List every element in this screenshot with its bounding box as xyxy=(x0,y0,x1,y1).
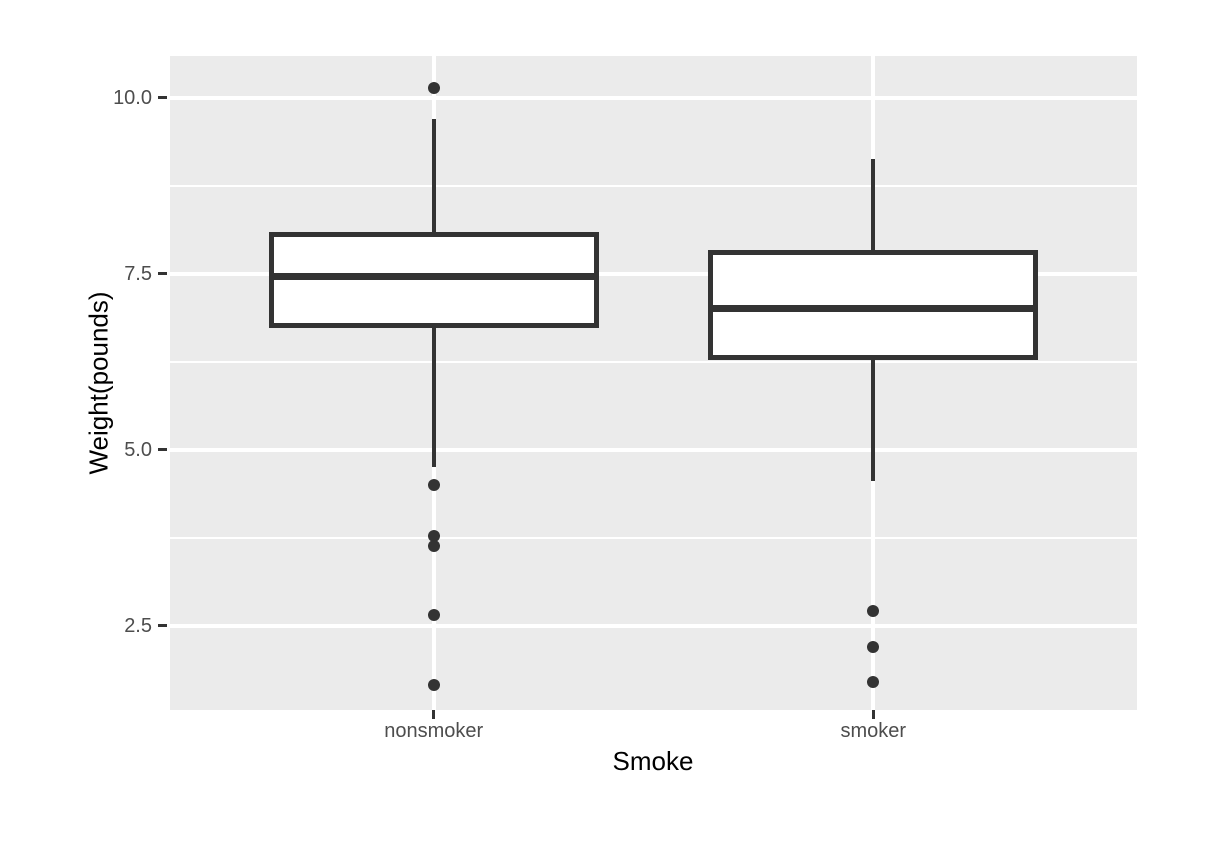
x-axis-tick xyxy=(871,710,875,719)
x-tick-label: smoker xyxy=(840,720,907,742)
y-tick-label: 7.5 xyxy=(124,262,152,285)
y-axis-tick xyxy=(158,448,167,452)
y-minor-gridline xyxy=(170,360,1137,363)
box-nonsmoker xyxy=(268,231,599,328)
outlier-point xyxy=(427,478,440,491)
outlier-point xyxy=(867,640,880,653)
median-nonsmoker xyxy=(268,272,599,280)
y-major-gridline xyxy=(170,447,1137,452)
y-tick-label: 10.0 xyxy=(113,86,152,109)
outlier-point xyxy=(427,81,440,94)
y-major-gridline xyxy=(170,271,1137,276)
outlier-point xyxy=(867,604,880,617)
y-axis-tick xyxy=(158,272,167,276)
y-axis-tick xyxy=(158,96,167,100)
outlier-point xyxy=(427,608,440,621)
y-axis-tick xyxy=(158,624,167,628)
y-minor-gridline xyxy=(170,536,1137,539)
outlier-point xyxy=(427,679,440,692)
outlier-point xyxy=(427,530,440,543)
plot-panel xyxy=(170,56,1137,710)
y-major-gridline xyxy=(170,95,1137,100)
outlier-point xyxy=(867,675,880,688)
x-axis-tick xyxy=(432,710,436,719)
y-minor-gridline xyxy=(170,184,1137,187)
x-axis-title: Smoke xyxy=(612,746,694,776)
y-major-gridline xyxy=(170,623,1137,628)
median-smoker xyxy=(708,304,1039,312)
x-tick-label: nonsmoker xyxy=(384,720,484,742)
y-tick-label: 5.0 xyxy=(124,438,152,461)
y-tick-label: 2.5 xyxy=(124,614,152,637)
outlier-point xyxy=(427,539,440,552)
